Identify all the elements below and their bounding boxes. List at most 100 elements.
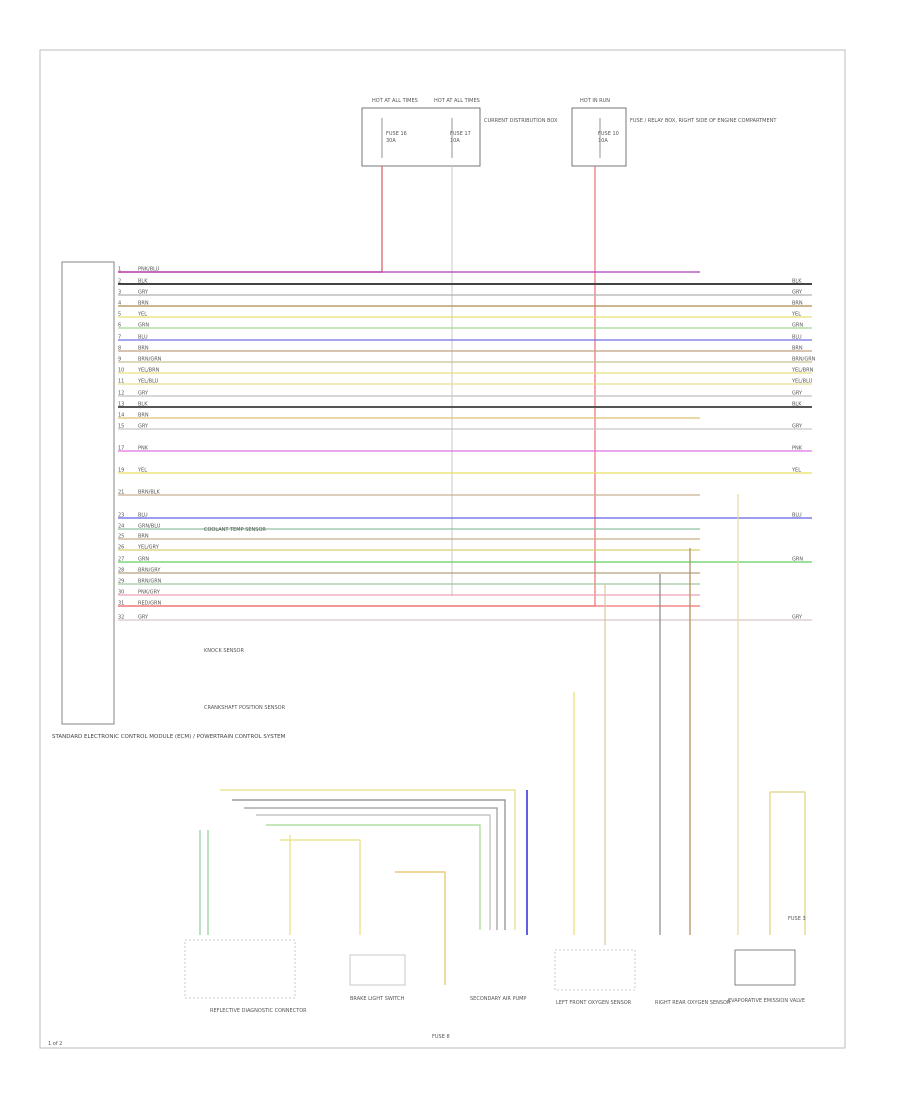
wire-color-left: GRN bbox=[138, 323, 149, 329]
wire-color-right: GRY bbox=[792, 424, 803, 430]
wire-color-right: GRN bbox=[792, 323, 803, 329]
fuse2-name: FUSE 17 bbox=[450, 131, 471, 137]
fuse3-name: FUSE 10 bbox=[598, 131, 619, 137]
pin-number: 4 bbox=[118, 301, 121, 307]
pin-number: 29 bbox=[118, 579, 124, 585]
wire-color-left: BRN/GRN bbox=[138, 579, 162, 585]
fuse-note-1: CURRENT DISTRIBUTION BOX bbox=[484, 118, 558, 124]
wire-color-right: PNK bbox=[792, 446, 803, 452]
fuse1-name: FUSE 16 bbox=[386, 131, 407, 137]
pin-number: 24 bbox=[118, 524, 124, 530]
lower-harness bbox=[199, 494, 806, 985]
fuse-note-2: FUSE / RELAY BOX, RIGHT SIDE OF ENGINE C… bbox=[630, 118, 777, 124]
wire-color-left: YEL bbox=[137, 312, 147, 318]
wire-color-left: YEL/GRY bbox=[137, 545, 160, 551]
wire-color-left: YEL/BRN bbox=[137, 368, 160, 374]
wire-color-right: BLK bbox=[792, 402, 802, 408]
wire-color-right: YEL/BLU bbox=[791, 379, 813, 385]
wire-color-left: BRN bbox=[138, 346, 149, 352]
fuse2-top: HOT AT ALL TIMES bbox=[434, 98, 480, 104]
fuse16-feed-wire bbox=[118, 166, 383, 273]
comp-5: LEFT FRONT OXYGEN SENSOR bbox=[556, 1000, 632, 1006]
wire-color-right: BRN bbox=[792, 346, 803, 352]
wire-color-left: BRN bbox=[138, 534, 149, 540]
diagram-frame bbox=[39, 49, 846, 1049]
pin-number: 12 bbox=[118, 391, 124, 397]
comp-4: SECONDARY AIR PUMP bbox=[470, 996, 526, 1002]
fuse2-amp: 10A bbox=[450, 138, 460, 144]
wire-color-left: GRY bbox=[138, 615, 149, 621]
pin-number: 19 bbox=[118, 468, 124, 474]
ecm-label: STANDARD ELECTRONIC CONTROL MODULE (ECM)… bbox=[52, 734, 286, 740]
pin-number: 15 bbox=[118, 424, 124, 430]
ecm-block bbox=[61, 261, 115, 725]
pin-number: 26 bbox=[118, 545, 124, 551]
current-distribution-box bbox=[361, 107, 481, 167]
pin-number: 1 bbox=[118, 267, 121, 273]
comp-2: BRAKE LIGHT SWITCH bbox=[350, 996, 405, 1002]
wire-color-left: BLK bbox=[138, 402, 148, 408]
pin-number: 14 bbox=[118, 413, 124, 419]
pin-number: 9 bbox=[118, 357, 121, 363]
page-label: 1 of 2 bbox=[48, 1041, 62, 1047]
wire-color-left: BRN/GRN bbox=[138, 357, 162, 363]
pin-number: 25 bbox=[118, 534, 124, 540]
wire-color-right: YEL bbox=[791, 312, 801, 318]
wire-color-left: GRY bbox=[138, 424, 149, 430]
wire-color-right: GRY bbox=[792, 391, 803, 397]
pin-number: 8 bbox=[118, 346, 121, 352]
pin-number: 3 bbox=[118, 290, 121, 296]
pin-number: 21 bbox=[118, 490, 124, 496]
pin-number: 13 bbox=[118, 402, 124, 408]
fuse3-top: HOT IN RUN bbox=[580, 98, 610, 104]
comp-6: RIGHT REAR OXYGEN SENSOR bbox=[655, 1000, 731, 1006]
wire-color-left: BLU bbox=[138, 513, 148, 519]
pin-number: 7 bbox=[118, 335, 121, 341]
wire-color-right: BLU bbox=[792, 513, 802, 519]
wire-color-left: YEL/BLU bbox=[137, 379, 159, 385]
wire-color-right: GRY bbox=[792, 615, 803, 621]
comp-3: FUSE 8 bbox=[432, 1034, 450, 1040]
wire-color-left: YEL bbox=[137, 468, 147, 474]
pin-number: 23 bbox=[118, 513, 124, 519]
wire-color-right: GRN bbox=[792, 557, 803, 563]
pin-number: 10 bbox=[118, 368, 124, 374]
wire-color-left: BRN/GRY bbox=[138, 568, 161, 574]
pin-number: 6 bbox=[118, 323, 121, 329]
engine-fuse-box bbox=[571, 107, 627, 167]
pin-number: 5 bbox=[118, 312, 121, 318]
pin-number: 31 bbox=[118, 601, 124, 607]
wire-color-right: BRN bbox=[792, 301, 803, 307]
wire-color-right: BLK bbox=[792, 279, 802, 285]
wire-color-left: PNK bbox=[138, 446, 149, 452]
fuse10-feed-wire bbox=[118, 166, 596, 607]
wire-color-right: BRN/GRN bbox=[792, 357, 816, 363]
wire-color-left: BLK bbox=[138, 279, 148, 285]
wire-color-left: PNK/BLU bbox=[138, 267, 160, 273]
wire-color-left: GRN bbox=[138, 557, 149, 563]
pin-number: 32 bbox=[118, 615, 124, 621]
wire-color-left: GRN/BLU bbox=[138, 524, 161, 530]
wire-color-left: BRN bbox=[138, 301, 149, 307]
comp-7: EVAPORATIVE EMISSION VALVE bbox=[728, 998, 805, 1004]
component-boxes bbox=[184, 939, 796, 999]
fuse1-amp: 30A bbox=[386, 138, 396, 144]
side-label-1: COOLANT TEMP SENSOR bbox=[204, 527, 266, 533]
pin-number: 17 bbox=[118, 446, 124, 452]
wire-color-right: GRY bbox=[792, 290, 803, 296]
pin-number: 28 bbox=[118, 568, 124, 574]
fuse3-amp: 10A bbox=[598, 138, 608, 144]
wire-color-right: YEL/BRN bbox=[791, 368, 814, 374]
side-label-3: CRANKSHAFT POSITION SENSOR bbox=[204, 705, 286, 711]
wire-color-right: YEL bbox=[791, 468, 801, 474]
wire-color-left: BRN/BLK bbox=[138, 490, 161, 496]
pin-number: 2 bbox=[118, 279, 121, 285]
wire-color-left: BRN bbox=[138, 413, 149, 419]
wire-color-left: GRY bbox=[138, 290, 149, 296]
wire-color-left: PNK/GRY bbox=[138, 590, 161, 596]
fuse1-top: HOT AT ALL TIMES bbox=[372, 98, 418, 104]
comp-1: REFLECTIVE DIAGNOSTIC CONNECTOR bbox=[210, 1008, 307, 1014]
